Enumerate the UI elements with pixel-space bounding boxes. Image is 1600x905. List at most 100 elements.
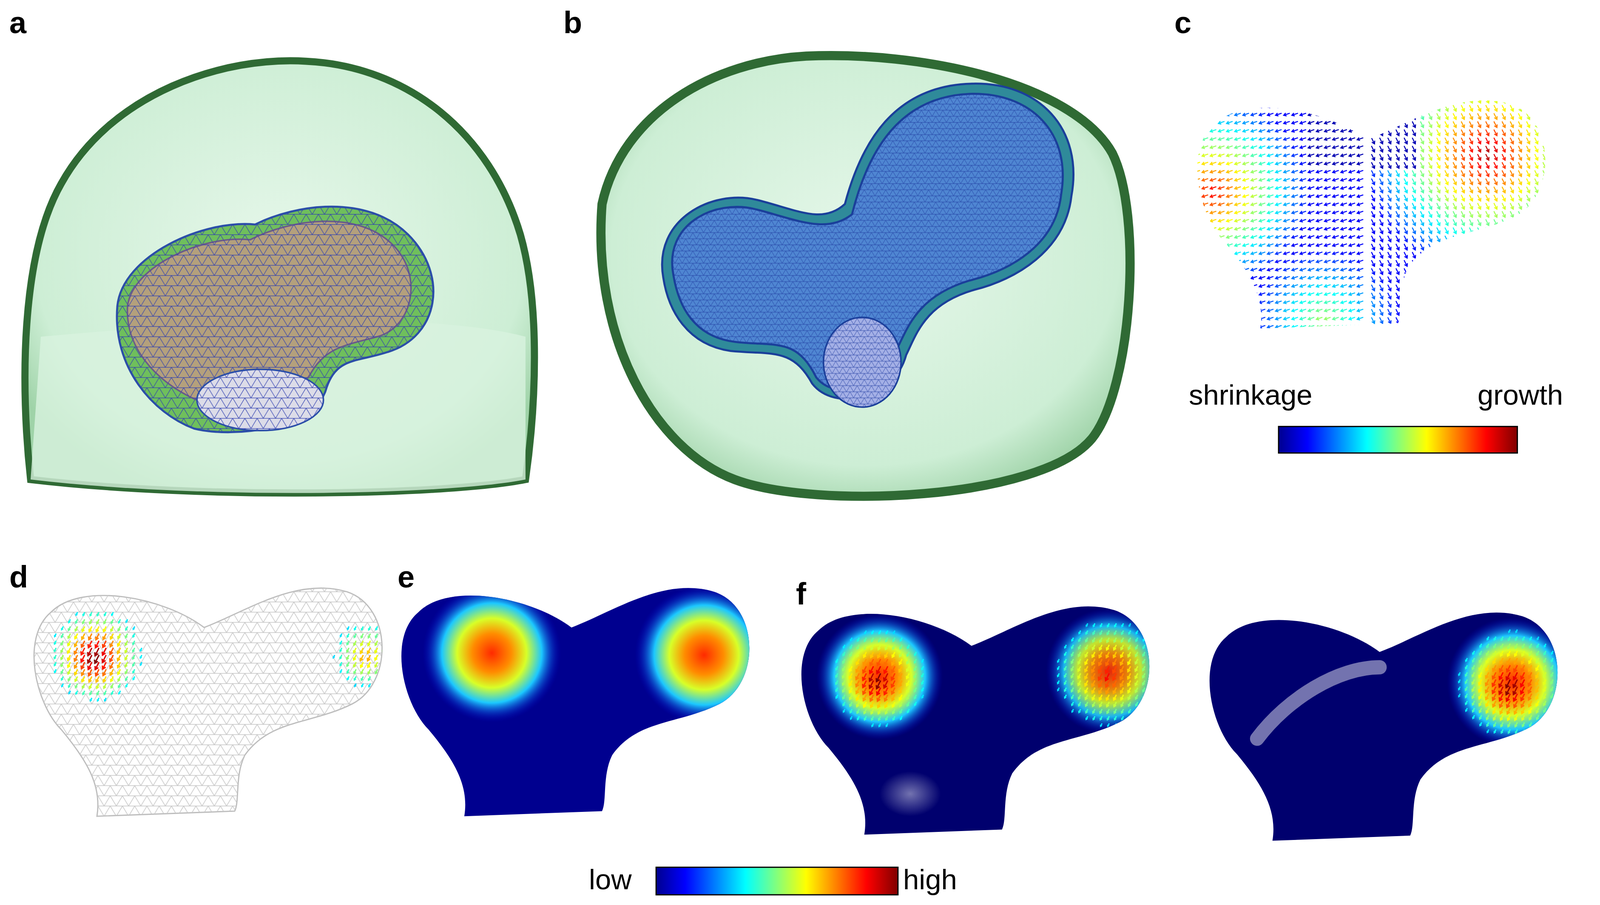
displacement-arrow bbox=[1502, 153, 1506, 160]
displacement-arrow bbox=[1226, 121, 1233, 125]
displacement-arrow bbox=[1485, 113, 1490, 120]
displacement-arrow bbox=[1316, 113, 1323, 117]
displacement-arrow bbox=[1567, 153, 1571, 160]
displacement-arrow bbox=[1250, 178, 1257, 182]
displacement-arrow bbox=[1275, 227, 1282, 231]
displacement-arrow bbox=[1275, 153, 1282, 157]
displacement-arrow bbox=[1299, 113, 1306, 117]
displacement-arrow bbox=[1332, 96, 1339, 100]
displacement-arrow bbox=[1395, 88, 1400, 95]
displacement-arrow bbox=[1349, 153, 1356, 157]
displacement-arrow bbox=[1518, 268, 1522, 275]
displacement-arrow bbox=[54, 647, 57, 652]
displacement-arrow bbox=[1142, 695, 1146, 700]
displacement-arrow bbox=[1177, 259, 1184, 263]
displacement-arrow bbox=[842, 695, 845, 700]
displacement-arrow bbox=[1551, 211, 1555, 218]
displacement-arrow bbox=[1267, 218, 1274, 222]
displacement-arrow bbox=[1316, 276, 1323, 280]
displacement-arrow bbox=[1436, 129, 1441, 136]
displacement-arrow bbox=[1371, 121, 1375, 128]
displacement-arrow bbox=[1202, 145, 1208, 149]
displacement-arrow bbox=[125, 655, 128, 660]
displacement-arrow bbox=[1502, 96, 1506, 103]
displacement-arrow bbox=[1502, 276, 1506, 283]
displacement-arrow bbox=[1234, 235, 1241, 239]
displacement-arrow bbox=[102, 633, 106, 640]
displacement-arrow bbox=[1357, 105, 1364, 108]
displacement-arrow bbox=[1412, 309, 1416, 316]
displacement-arrow bbox=[1477, 252, 1481, 259]
displacement-arrow bbox=[1091, 666, 1095, 673]
displacement-arrow bbox=[1210, 121, 1217, 125]
displacement-arrow bbox=[877, 652, 881, 658]
displacement-arrow bbox=[1371, 211, 1375, 218]
displacement-arrow bbox=[1543, 203, 1547, 210]
displacement-arrow bbox=[1193, 309, 1200, 313]
displacement-arrow bbox=[1242, 276, 1249, 280]
displacement-arrow bbox=[54, 662, 57, 666]
displacement-arrow bbox=[1258, 317, 1265, 321]
displacement-arrow bbox=[1332, 218, 1339, 222]
displacement-arrow bbox=[1177, 284, 1184, 288]
displacement-arrow bbox=[1210, 284, 1217, 288]
displacement-arrow bbox=[1428, 227, 1433, 234]
displacement-arrow bbox=[1534, 301, 1538, 307]
displacement-arrow bbox=[1210, 153, 1217, 157]
displacement-arrow bbox=[96, 683, 100, 689]
displacement-arrow bbox=[1308, 276, 1315, 280]
displacement-arrow bbox=[1543, 105, 1547, 111]
displacement-arrow bbox=[1469, 162, 1473, 169]
displacement-arrow bbox=[1420, 178, 1424, 185]
displacement-arrow bbox=[1567, 268, 1571, 275]
displacement-arrow bbox=[878, 716, 881, 721]
displacement-arrow bbox=[102, 662, 107, 670]
displacement-arrow bbox=[1493, 235, 1498, 242]
displacement-arrow bbox=[1332, 178, 1339, 182]
displacement-arrow bbox=[1150, 652, 1152, 656]
displacement-arrow bbox=[1283, 210, 1290, 214]
displacement-arrow bbox=[1403, 186, 1408, 193]
displacement-arrow bbox=[869, 695, 874, 702]
displacement-arrow bbox=[1493, 178, 1498, 185]
displacement-arrow bbox=[1477, 260, 1481, 267]
displacement-arrow bbox=[346, 640, 350, 645]
displacement-arrow bbox=[1371, 260, 1375, 267]
displacement-arrow bbox=[1387, 194, 1392, 201]
displacement-arrow bbox=[1371, 219, 1375, 226]
displacement-arrow bbox=[1461, 170, 1465, 177]
displacement-arrow bbox=[1308, 186, 1315, 190]
displacement-arrow bbox=[1275, 325, 1282, 329]
displacement-arrow bbox=[1283, 333, 1290, 337]
displacement-arrow bbox=[1371, 96, 1375, 103]
displacement-arrow bbox=[1349, 227, 1356, 231]
displacement-arrow bbox=[1379, 203, 1384, 210]
displacement-arrow bbox=[1395, 309, 1400, 316]
displacement-arrow bbox=[864, 630, 867, 634]
displacement-arrow bbox=[1510, 145, 1514, 152]
displacement-arrow bbox=[1234, 170, 1241, 174]
displacement-arrow bbox=[1485, 137, 1490, 144]
displacement-arrow bbox=[1291, 309, 1298, 313]
displacement-arrow bbox=[1349, 161, 1356, 165]
displacement-arrow bbox=[1121, 623, 1124, 627]
displacement-arrow bbox=[1420, 145, 1424, 152]
displacement-arrow bbox=[1543, 235, 1547, 242]
displacement-arrow bbox=[1461, 178, 1465, 185]
displacement-arrow bbox=[1157, 687, 1160, 691]
displacement-arrow bbox=[1379, 105, 1384, 111]
displacement-arrow bbox=[1242, 210, 1249, 214]
displacement-arrow bbox=[1534, 325, 1538, 332]
displacement-arrow bbox=[1202, 186, 1208, 190]
displacement-arrow bbox=[1258, 153, 1265, 157]
displacement-arrow bbox=[1283, 202, 1290, 206]
displacement-arrow bbox=[1226, 178, 1233, 182]
displacement-arrow bbox=[1121, 637, 1124, 643]
displacement-arrow bbox=[383, 626, 385, 630]
displacement-arrow bbox=[1267, 88, 1274, 92]
displacement-arrow bbox=[94, 647, 100, 657]
displacement-arrow bbox=[857, 645, 860, 650]
displacement-arrow bbox=[1226, 210, 1233, 214]
displacement-arrow bbox=[1559, 333, 1563, 340]
displacement-arrow bbox=[375, 669, 378, 674]
